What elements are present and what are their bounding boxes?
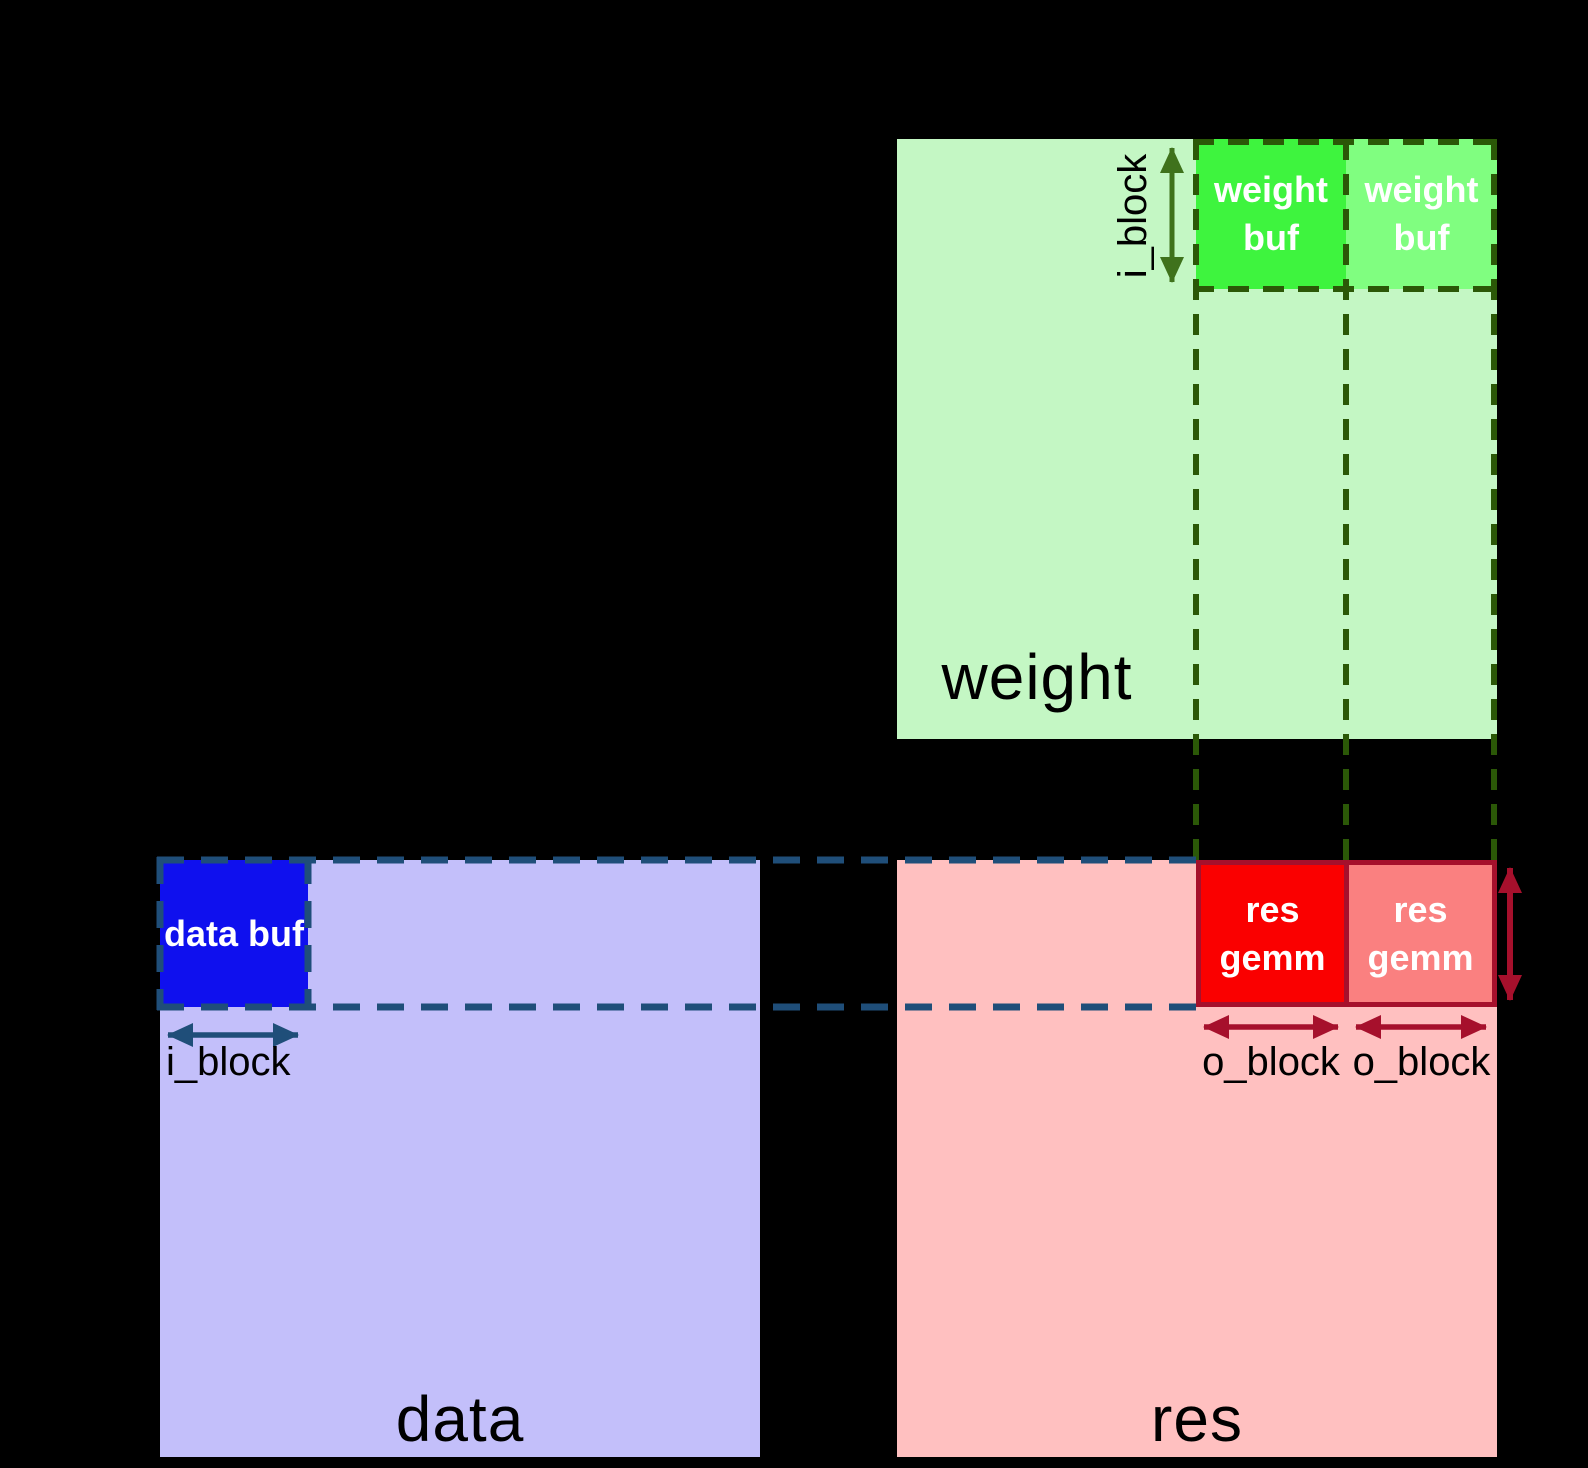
res-gemm-current-label: res gemm bbox=[1219, 888, 1326, 978]
data-buf-label: data buf bbox=[164, 912, 304, 954]
data-matrix-label: data bbox=[395, 1383, 525, 1455]
res-matrix-label: res bbox=[1151, 1383, 1243, 1455]
data-buf-block: data buf bbox=[160, 860, 308, 1007]
res-gemm-current-block: res gemm bbox=[1201, 865, 1344, 1002]
weight-matrix-label: weight bbox=[941, 641, 1133, 713]
i-block-horizontal-label: i_block bbox=[166, 1040, 291, 1084]
weight-buf-current-block: weight buf bbox=[1196, 139, 1346, 289]
res-gemm-next-label: res gemm bbox=[1367, 888, 1474, 978]
weight-buf-current-label: weight buf bbox=[1214, 169, 1328, 258]
o-block-right-label: o_block bbox=[1352, 1040, 1491, 1084]
i-block-vertical-label: i_block bbox=[1111, 153, 1155, 279]
weight-buf-next-block: weight buf bbox=[1346, 139, 1497, 289]
res-gemm-region: res gemm res gemm bbox=[1196, 860, 1497, 1007]
weight-buf-next-label: weight buf bbox=[1364, 169, 1479, 258]
res-gemm-next-block: res gemm bbox=[1344, 865, 1492, 1002]
o-block-left-label: o_block bbox=[1202, 1040, 1340, 1084]
